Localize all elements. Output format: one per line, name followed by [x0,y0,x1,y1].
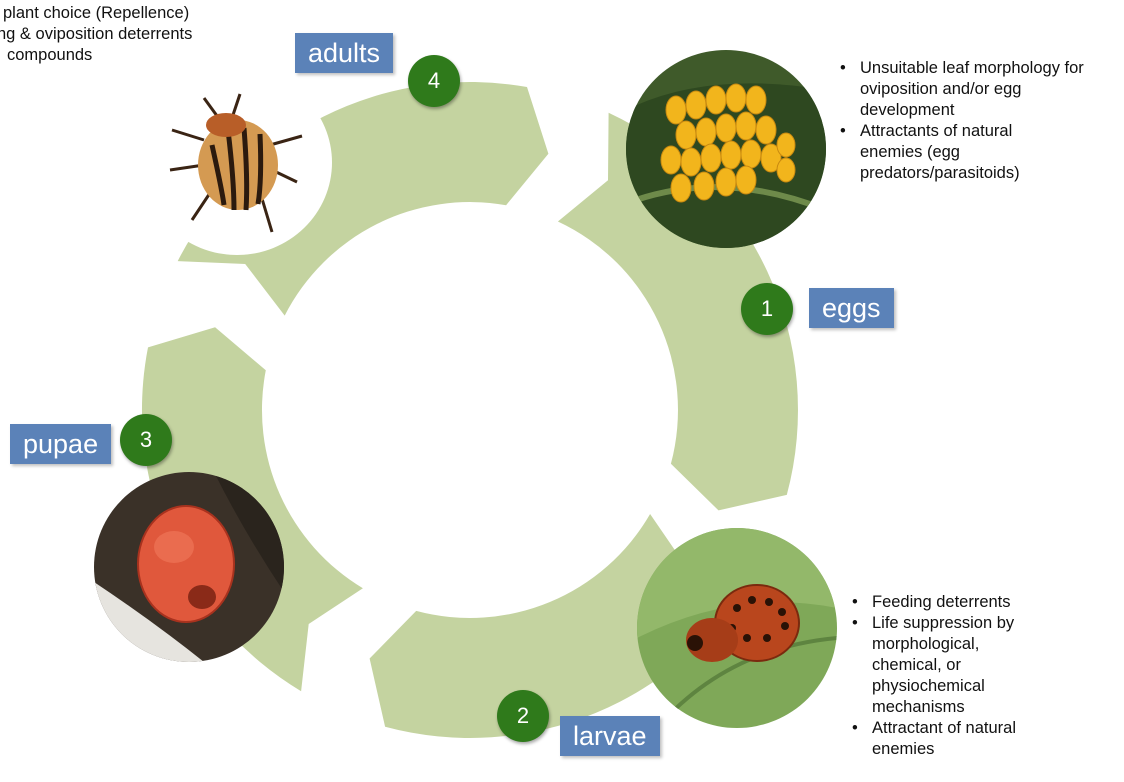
stage-label-larvae: larvae [560,716,660,756]
larva-image [637,528,837,728]
stage-number-badge-3: 3 [120,414,172,466]
adults-note-line: plant choice (Repellence) [3,3,192,24]
adults-note-line: ng & oviposition deterrents [0,24,192,45]
stage-number-badge-1: 1 [741,283,793,335]
stage-label-eggs: eggs [809,288,894,328]
larvae-note-item: Attractant of natural enemies [848,718,1047,760]
eggs-note-item: Attractants of natural enemies (egg pred… [836,121,1050,184]
larvae-note-item: Feeding deterrents [848,592,1053,613]
eggs-note-item: Unsuitable leaf morphology for ovipositi… [836,58,1118,121]
pupa-image [94,472,284,662]
stage-label-pupae: pupae [10,424,111,464]
eggs-photo [626,50,826,248]
stage-label-adults: adults [295,33,393,73]
stage-number-badge-4: 4 [408,55,460,107]
egg-cluster-image [626,50,826,248]
larvae-notes: Feeding deterrents Life suppression by m… [848,592,1053,760]
larvae-note-item: Life suppression by morphological, chemi… [848,613,1042,718]
larvae-photo [637,528,837,728]
pupae-photo [94,472,284,662]
beetle-image [142,70,332,255]
stage-number-badge-2: 2 [497,690,549,742]
adults-photo [142,70,332,255]
adults-note-line: compounds [7,45,192,66]
adults-notes: plant choice (Repellence) ng & ovipositi… [0,3,192,66]
eggs-notes: Unsuitable leaf morphology for ovipositi… [836,58,1118,184]
